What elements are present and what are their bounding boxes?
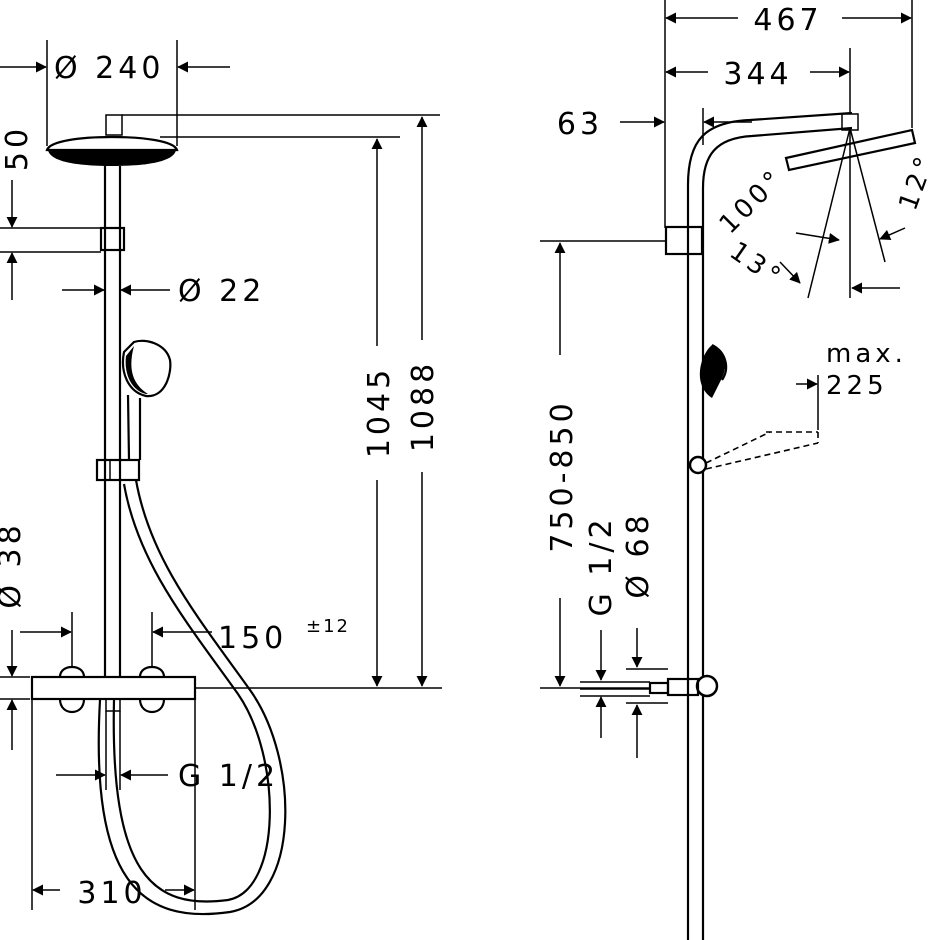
dim-overall-depth: 467 [664,0,913,228]
dim-tilt-angle-b-label: 12° [893,150,940,215]
dim-adjustable-height: 750-850 [540,240,665,689]
dim-centre-distance: 150 ±12 [20,612,350,668]
dim-pipe-diameter-label: Ø 22 [178,274,265,309]
dim-hand-shower-reach: max. 225 [796,339,907,430]
dim-mixer-width-label: 310 [77,876,146,911]
riser-pipe [99,166,126,676]
dim-outlet-thread: G 1/2 [56,711,279,794]
front-view: Ø 240 50 Ø 22 1045 1088 [0,40,442,916]
dim-pipe-diameter: Ø 22 [62,274,265,309]
dim-angle-arrows [779,227,906,294]
dim-hand-shower-value-label: 225 [826,371,888,401]
dim-inlet-diameter-label: Ø 68 [621,511,656,598]
dim-centre-distance-label: 150 [218,621,287,656]
hand-shower [95,339,172,482]
dim-inlet-diameter: Ø 68 [621,511,656,758]
dim-adjustable-height-label: 750-850 [545,399,580,552]
dim-height-1045-label: 1045 [362,366,397,458]
dim-inlet-thread: G 1/2 [584,515,619,738]
dim-hand-shower-max-label: max. [826,339,907,369]
dim-overall-depth-label: 467 [753,3,822,38]
side-inlet-valve [580,668,719,704]
side-view: 467 344 63 100° 13° 12° [540,0,940,940]
dim-outlet-diameter-label: Ø 38 [0,521,28,608]
dim-head-height: 50 [0,125,101,300]
dim-head-diameter: Ø 240 [0,40,230,146]
dim-outlet-thread-label: G 1/2 [178,759,279,794]
dim-total-heights: 1045 1088 [122,114,442,689]
overhead-shower-head [45,114,179,166]
dim-head-height-label: 50 [0,125,35,171]
dim-wall-offset: 63 [557,107,752,145]
dim-tilt-angle-a-label: 13° [724,236,789,294]
dim-arm-depth: 344 [665,48,851,112]
dim-wall-offset-label: 63 [557,107,603,142]
dim-outlet-diameter: Ø 38 [0,521,30,750]
dim-centre-tolerance-label: ±12 [306,616,350,637]
shower-hose [97,479,287,916]
dim-height-1088-label: 1088 [406,360,441,452]
dim-arm-depth-label: 344 [723,57,792,92]
dim-inlet-thread-label: G 1/2 [584,515,619,616]
side-hand-shower [688,344,819,475]
dim-mixer-width: 310 [31,700,196,911]
dim-arm-angle-label: 100° [714,163,791,240]
dim-head-diameter-label: Ø 240 [54,51,164,86]
